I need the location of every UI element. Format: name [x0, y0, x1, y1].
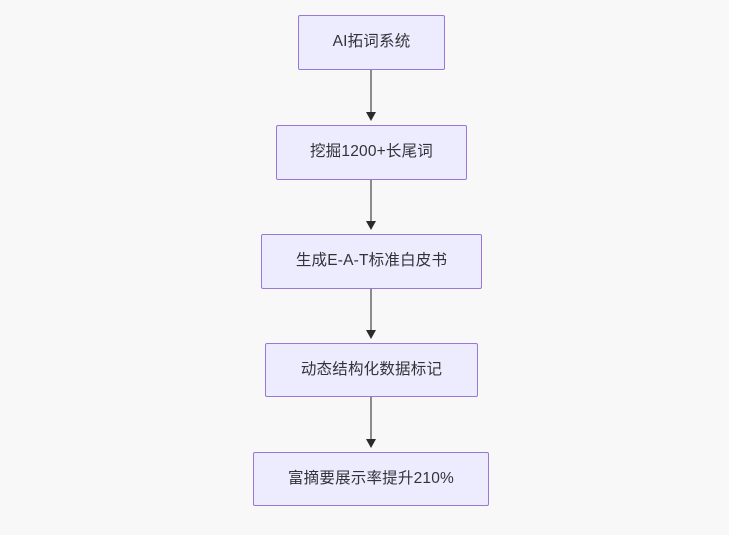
arrowhead-n4-n5 [365, 439, 376, 448]
flowchart-node-label: 生成E-A-T标准白皮书 [295, 252, 448, 270]
arrowhead-n1-n2 [365, 112, 376, 121]
edge-n4-n5 [370, 397, 372, 443]
edge-n2-n3 [370, 180, 372, 225]
flowchart-node-label: AI拓词系统 [332, 33, 411, 51]
flowchart-node-dynamic-structured-data-markup[interactable]: 动态结构化数据标记 [265, 343, 478, 397]
flowchart-node-label: 富摘要展示率提升210% [287, 469, 455, 487]
flowchart-node-rich-snippet-impression-uplift[interactable]: 富摘要展示率提升210% [253, 452, 489, 506]
edge-n3-n4 [370, 289, 372, 334]
flowchart-node-generate-eat-whitepaper[interactable]: 生成E-A-T标准白皮书 [261, 234, 482, 289]
flowchart-node-label: 挖掘1200+长尾词 [309, 143, 434, 161]
flowchart-node-label: 动态结构化数据标记 [300, 360, 443, 378]
edge-n1-n2 [370, 70, 372, 116]
flowchart-node-mine-longtail-keywords[interactable]: 挖掘1200+长尾词 [276, 125, 467, 180]
arrowhead-n3-n4 [365, 330, 376, 339]
arrowhead-n2-n3 [365, 221, 376, 230]
flowchart-node-ai-keyword-system[interactable]: AI拓词系统 [298, 15, 445, 70]
